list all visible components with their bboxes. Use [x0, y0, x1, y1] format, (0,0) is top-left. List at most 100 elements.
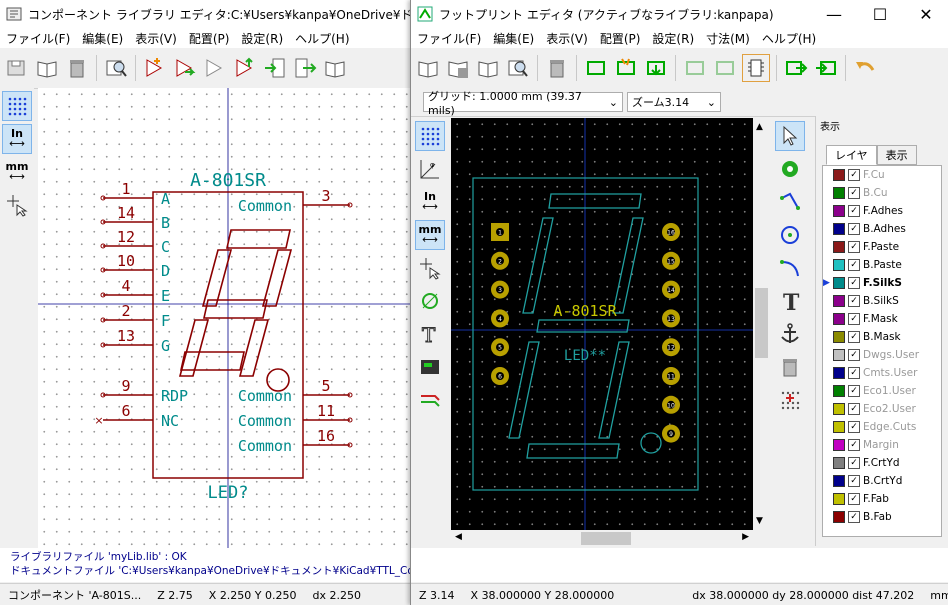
- layer-row[interactable]: ✓Margin: [823, 436, 941, 454]
- delete-footprint-button[interactable]: [544, 55, 570, 81]
- open-library-button[interactable]: [34, 55, 60, 81]
- new-component-button[interactable]: [142, 55, 168, 81]
- layer-visibility-checkbox[interactable]: ✓: [848, 403, 860, 415]
- layer-color-swatch[interactable]: [833, 493, 845, 505]
- polar-coords-button[interactable]: φ: [415, 154, 445, 184]
- menu-view[interactable]: 表示(V): [546, 31, 588, 46]
- layer-row[interactable]: ✓Eco2.User: [823, 400, 941, 418]
- export-library-button[interactable]: [322, 55, 348, 81]
- layer-color-swatch[interactable]: [833, 205, 845, 217]
- save-footprint-button[interactable]: [445, 55, 471, 81]
- layer-visibility-checkbox[interactable]: ✓: [848, 349, 860, 361]
- draw-circle-button[interactable]: [775, 220, 805, 250]
- layer-visibility-checkbox[interactable]: ✓: [848, 295, 860, 307]
- layer-color-swatch[interactable]: [833, 277, 845, 289]
- grid-toggle-button[interactable]: [2, 91, 32, 121]
- high-contrast-button[interactable]: [415, 352, 445, 382]
- layer-visibility-checkbox[interactable]: ✓: [848, 205, 860, 217]
- save-component-button[interactable]: [232, 55, 258, 81]
- delete-component-button[interactable]: [64, 55, 90, 81]
- close-button[interactable]: ✕: [903, 0, 948, 28]
- new-footprint-button[interactable]: [583, 55, 609, 81]
- cursor-shape-button[interactable]: [415, 253, 445, 283]
- layer-visibility-checkbox[interactable]: ✓: [848, 259, 860, 271]
- import-footprint-button[interactable]: [813, 55, 839, 81]
- layer-color-swatch[interactable]: [833, 349, 845, 361]
- menu-file[interactable]: ファイル(F): [417, 31, 482, 46]
- layer-color-swatch[interactable]: [833, 187, 845, 199]
- create-library-button[interactable]: [475, 55, 501, 81]
- footprint-properties-button[interactable]: [742, 54, 770, 82]
- import-component-button[interactable]: [262, 55, 288, 81]
- canvas-vertical-scrollbar[interactable]: ▲ ▼: [753, 118, 770, 530]
- menu-edit[interactable]: 編集(E): [82, 31, 124, 46]
- layer-color-swatch[interactable]: [833, 295, 845, 307]
- layer-color-swatch[interactable]: [833, 421, 845, 433]
- layer-visibility-checkbox[interactable]: ✓: [848, 313, 860, 325]
- maximize-button[interactable]: ☐: [857, 0, 903, 28]
- cursor-shape-button[interactable]: [2, 190, 32, 220]
- layer-visibility-checkbox[interactable]: ✓: [848, 385, 860, 397]
- menu-help[interactable]: ヘルプ(H): [761, 31, 817, 46]
- layer-visibility-checkbox[interactable]: ✓: [848, 493, 860, 505]
- menu-preferences[interactable]: 設定(R): [241, 31, 284, 46]
- units-inch-button[interactable]: In⟷: [2, 124, 32, 154]
- layer-visibility-checkbox[interactable]: ✓: [848, 421, 860, 433]
- layer-row[interactable]: ▶✓F.SilkS: [823, 274, 941, 292]
- text-sketch-button[interactable]: T: [415, 319, 445, 349]
- layer-visibility-checkbox[interactable]: ✓: [848, 223, 860, 235]
- units-mm-button[interactable]: mm⟷: [2, 157, 32, 187]
- pad-sketch-button[interactable]: [415, 286, 445, 316]
- layer-color-swatch[interactable]: [833, 367, 845, 379]
- canvas-horizontal-scrollbar[interactable]: ◀ ▶: [451, 530, 753, 547]
- grid-select[interactable]: グリッド: 1.0000 mm (39.37 mils) ⌄: [423, 90, 623, 117]
- layer-color-swatch[interactable]: [833, 511, 845, 523]
- units-inch-button[interactable]: In⟷: [415, 187, 445, 217]
- export-component-button[interactable]: [292, 55, 318, 81]
- units-mm-button[interactable]: mm⟷: [415, 220, 445, 250]
- layer-color-swatch[interactable]: [833, 331, 845, 343]
- layer-row[interactable]: ✓B.CrtYd: [823, 472, 941, 490]
- insert-into-board-button[interactable]: [712, 55, 738, 81]
- layer-visibility-checkbox[interactable]: ✓: [848, 331, 860, 343]
- menu-preferences[interactable]: 設定(R): [652, 31, 695, 46]
- tab-layers[interactable]: レイヤ: [826, 145, 877, 165]
- layer-row[interactable]: ✓F.Cu: [823, 166, 941, 184]
- layer-visibility-checkbox[interactable]: ✓: [848, 187, 860, 199]
- select-tool-button[interactable]: [775, 121, 805, 151]
- menu-help[interactable]: ヘルプ(H): [295, 31, 350, 46]
- footprint-wizard-button[interactable]: [613, 55, 639, 81]
- layer-color-swatch[interactable]: [833, 439, 845, 451]
- undo-button[interactable]: [852, 55, 878, 81]
- show-3d-button[interactable]: [415, 385, 445, 415]
- layer-row[interactable]: ✓B.Fab: [823, 508, 941, 526]
- draw-arc-button[interactable]: [775, 253, 805, 283]
- layer-row[interactable]: ✓Eco1.User: [823, 382, 941, 400]
- set-anchor-button[interactable]: [775, 319, 805, 349]
- menu-view[interactable]: 表示(V): [135, 31, 177, 46]
- layer-visibility-checkbox[interactable]: ✓: [848, 439, 860, 451]
- tab-render[interactable]: 表示: [876, 145, 917, 165]
- load-footprint-button[interactable]: [643, 55, 669, 81]
- layer-color-swatch[interactable]: [833, 313, 845, 325]
- layer-row[interactable]: ✓F.CrtYd: [823, 454, 941, 472]
- layer-row[interactable]: ✓Cmts.User: [823, 364, 941, 382]
- layer-row[interactable]: ✓F.Adhes: [823, 202, 941, 220]
- layer-row[interactable]: ✓B.SilkS: [823, 292, 941, 310]
- zoom-select[interactable]: ズーム3.14 ⌄: [627, 92, 721, 112]
- grid-origin-button[interactable]: [775, 385, 805, 415]
- layer-visibility-checkbox[interactable]: ✓: [848, 457, 860, 469]
- layer-row[interactable]: ✓B.Cu: [823, 184, 941, 202]
- menu-file[interactable]: ファイル(F): [6, 31, 71, 46]
- layer-color-swatch[interactable]: [833, 403, 845, 415]
- layer-color-swatch[interactable]: [833, 259, 845, 271]
- layer-row[interactable]: ✓B.Mask: [823, 328, 941, 346]
- draw-line-button[interactable]: [775, 187, 805, 217]
- menu-place[interactable]: 配置(P): [188, 31, 230, 46]
- menu-edit[interactable]: 編集(E): [493, 31, 535, 46]
- menu-dimensions[interactable]: 寸法(M): [706, 31, 750, 46]
- layer-color-swatch[interactable]: [833, 475, 845, 487]
- layer-visibility-checkbox[interactable]: ✓: [848, 475, 860, 487]
- update-component-button[interactable]: [202, 55, 228, 81]
